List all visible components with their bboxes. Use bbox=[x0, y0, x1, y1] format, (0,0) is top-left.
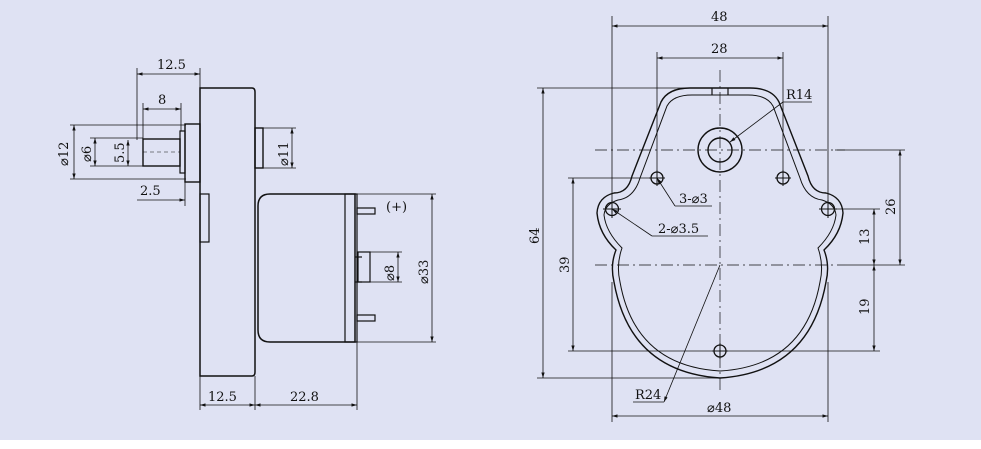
terminal-bottom bbox=[356, 314, 376, 322]
holes-3-label: 3-⌀3 bbox=[679, 192, 708, 207]
terminal-boss bbox=[357, 251, 371, 283]
dim-shaft-dia: ⌀6 bbox=[80, 146, 95, 162]
dim-motor-length: 22.8 bbox=[290, 390, 319, 405]
dim-bottom-offset: 19 bbox=[858, 298, 873, 315]
dim-shaft-step: 8 bbox=[158, 93, 166, 108]
radius-body-label: R24 bbox=[635, 388, 661, 403]
hub-outer bbox=[697, 127, 743, 173]
dim-hole-offset: 13 bbox=[858, 228, 873, 245]
gearbox-housing bbox=[199, 87, 256, 377]
side-view bbox=[70, 68, 436, 410]
dim-gearbox-width: 12.5 bbox=[208, 390, 237, 405]
front-view bbox=[537, 16, 905, 422]
motor-can bbox=[257, 193, 356, 343]
dim-overall-height: 64 bbox=[528, 227, 543, 244]
dim-flat: 5.5 bbox=[113, 142, 128, 163]
dim-top-offset: 26 bbox=[884, 198, 899, 215]
dim-overall-width: 48 bbox=[711, 10, 728, 25]
dim-body-dia-front: ⌀48 bbox=[707, 401, 731, 416]
dim-boss-dia: ⌀11 bbox=[277, 142, 292, 166]
dim-shoulder: 2.5 bbox=[140, 184, 161, 199]
front-inner-outline bbox=[603, 94, 837, 372]
housing-tab bbox=[199, 193, 210, 243]
motor-endcap bbox=[344, 193, 358, 343]
front-outline bbox=[596, 87, 844, 379]
dim-terminal-dia: ⌀8 bbox=[383, 265, 398, 281]
dim-shaft-length: 12.5 bbox=[157, 58, 186, 73]
rear-boss bbox=[254, 127, 264, 169]
dim-mount-height: 39 bbox=[558, 256, 573, 273]
terminal-top bbox=[356, 207, 376, 215]
polarity-label: (+) bbox=[386, 200, 407, 215]
holes-2-label: 2-⌀3.5 bbox=[658, 222, 699, 237]
drawing-background bbox=[0, 0, 981, 440]
dim-motor-dia: ⌀33 bbox=[417, 260, 432, 284]
dim-hole-spacing: 28 bbox=[711, 42, 728, 57]
radius-top-label: R14 bbox=[786, 88, 812, 103]
dim-body-dia: ⌀12 bbox=[57, 142, 72, 166]
